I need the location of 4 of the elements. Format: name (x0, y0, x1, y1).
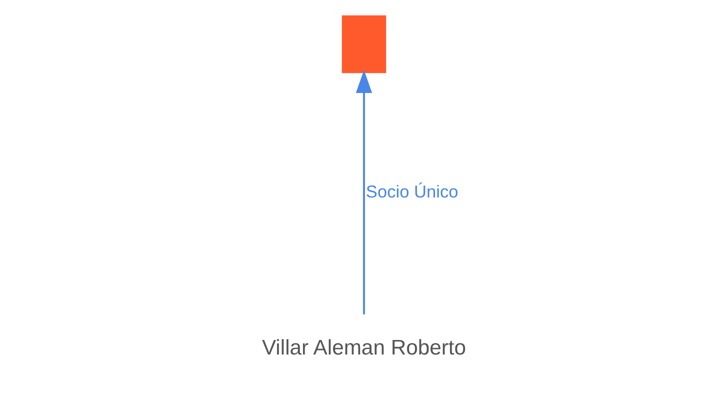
node-text: Villar Aleman Roberto (262, 336, 466, 360)
node-building (342, 15, 386, 74)
arrow (356, 70, 372, 314)
edge-label: Socio Único (366, 182, 458, 202)
